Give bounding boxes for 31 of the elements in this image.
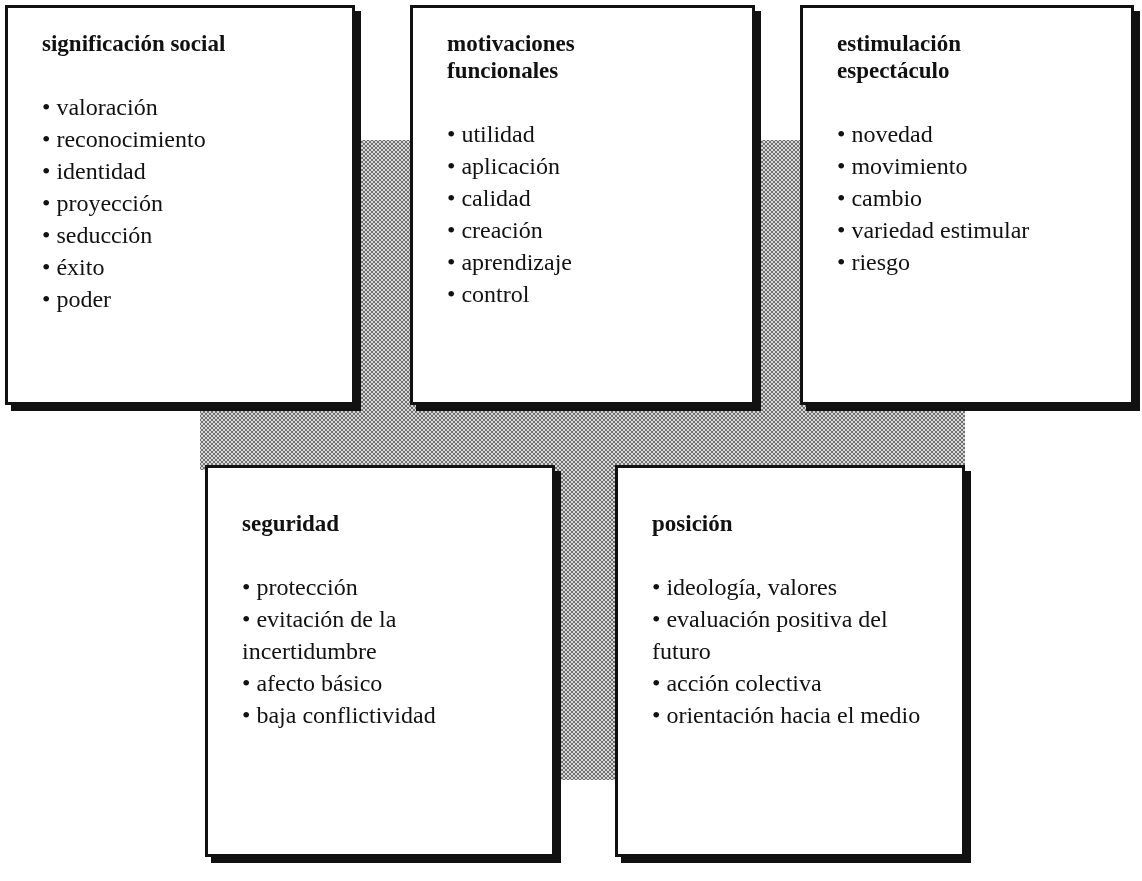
bullet-item: • riesgo bbox=[837, 248, 912, 277]
bullet-item: • reconocimiento bbox=[42, 125, 207, 154]
bullet-item: • protección bbox=[242, 573, 359, 602]
bullet-item: • afecto básico bbox=[242, 669, 384, 698]
bullet-item: • calidad bbox=[447, 184, 532, 213]
bullet-item: • control bbox=[447, 280, 531, 309]
bullet-item: • proyección bbox=[42, 189, 165, 218]
bullet-item: • movimiento bbox=[837, 152, 969, 181]
card-heading: significación social bbox=[42, 30, 227, 57]
bullet-item: • baja conflictividad bbox=[242, 701, 437, 730]
bullet-item: • poder bbox=[42, 285, 113, 314]
bullet-item: • creación bbox=[447, 216, 544, 245]
bullet-item: • evaluación positiva del futuro bbox=[652, 605, 889, 666]
bullet-item: • identidad bbox=[42, 157, 147, 186]
bullet-item: • valoración bbox=[42, 93, 159, 122]
bullet-item: • ideología, valores bbox=[652, 573, 838, 602]
bullet-item: • variedad estimular bbox=[837, 216, 1031, 245]
bullet-item: • aplicación bbox=[447, 152, 561, 181]
card-heading: posición bbox=[652, 510, 734, 537]
bullet-item: • orientación hacia el medio bbox=[652, 701, 922, 730]
bullet-item: • aprendizaje bbox=[447, 248, 573, 277]
bullet-item: • novedad bbox=[837, 120, 934, 149]
bullet-item: • cambio bbox=[837, 184, 924, 213]
card-heading: estimulación espectáculo bbox=[837, 30, 962, 84]
bullet-item: • seducción bbox=[42, 221, 154, 250]
card-heading: seguridad bbox=[242, 510, 341, 537]
bullet-item: • éxito bbox=[42, 253, 106, 282]
bullet-item: • utilidad bbox=[447, 120, 536, 149]
bullet-item: • evitación de la incertidumbre bbox=[242, 605, 398, 666]
card-heading: motivaciones funcionales bbox=[447, 30, 576, 84]
bullet-item: • acción colectiva bbox=[652, 669, 823, 698]
